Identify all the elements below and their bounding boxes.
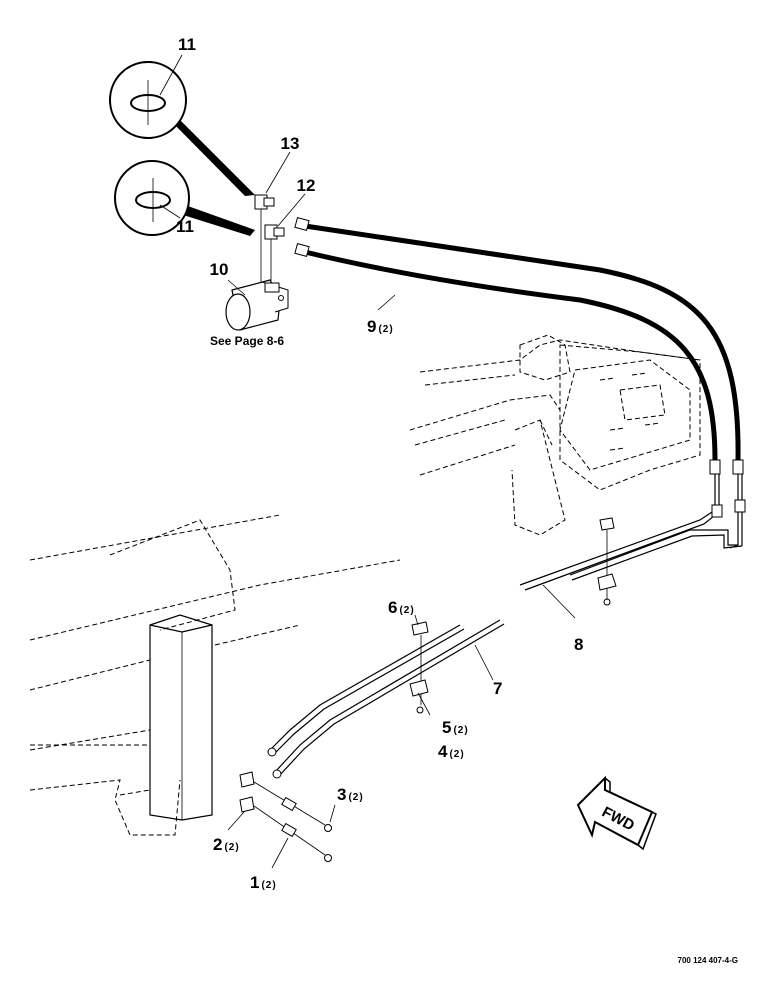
callout-5: 5(2) [442,718,469,737]
detail-inset-upper [109,61,255,196]
drawing-code: 700 124 407-4-G [678,956,739,965]
callout-6: 6(2) [388,598,415,617]
callout-12: 12 [297,176,316,195]
elbow-fitting-13 [254,194,275,290]
callout-2: 2(2) [213,835,240,854]
callout-9: 9(2) [367,317,394,336]
detail-inset-lower [114,160,255,236]
leader-lines [159,54,576,869]
callout-11-bottom: 11 [176,217,194,236]
callout-7: 7 [493,679,502,698]
elbow-fitting-12 [264,224,285,290]
tube-7 [267,619,505,779]
callout-11-top: 11 [178,35,196,54]
fittings-lower [239,771,332,862]
callout-4: 4(2) [438,742,465,761]
fwd-arrow-icon: FWD [576,775,657,851]
platform-frame [29,514,401,836]
hose-assembly-9 [294,217,744,475]
callout-1: 1(2) [250,873,277,892]
callout-10: 10 [210,260,229,279]
callout-3: 3(2) [337,785,364,804]
valve-10 [225,279,289,331]
tube-8 [519,474,746,606]
header-frame [409,334,701,536]
see-page-reference: See Page 8-6 [210,334,284,348]
callout-8: 8 [574,635,583,654]
callout-13: 13 [281,134,300,153]
